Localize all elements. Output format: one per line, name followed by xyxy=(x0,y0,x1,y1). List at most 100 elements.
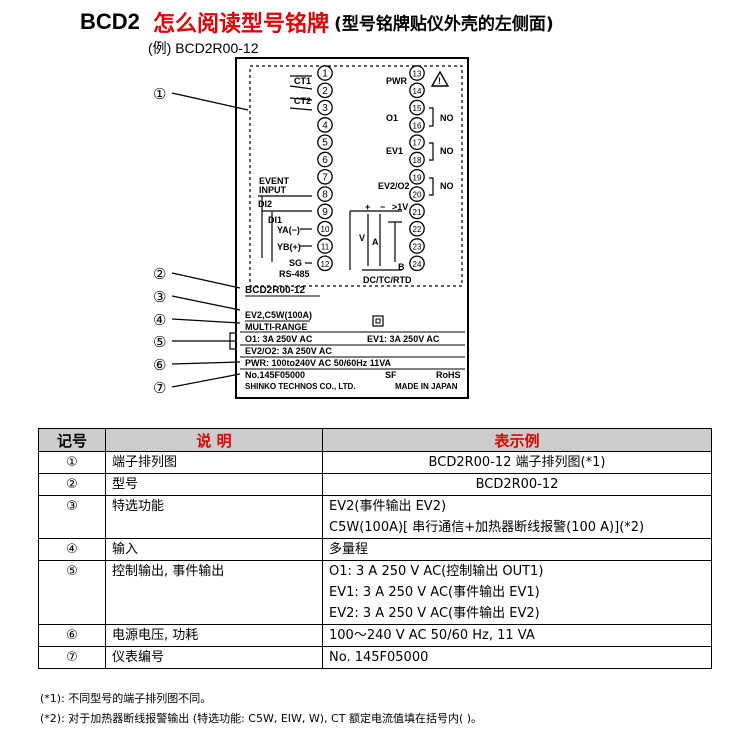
table-row: ① 端子排列图 BCD2R00-12 端子排列图(*1) xyxy=(38,451,712,474)
terminal-number: 6 xyxy=(322,155,328,166)
terminal-8: 8 xyxy=(317,186,333,202)
label-o1: O1 xyxy=(386,113,398,123)
label-pwr: PWR xyxy=(386,76,407,86)
table-row: ② 型号 BCD2R00-12 xyxy=(38,473,712,496)
table-row: ⑥ 电源电压, 功耗 100～240 V AC 50/60 Hz, 11 VA xyxy=(38,624,712,647)
terminal-number: 2 xyxy=(322,86,328,97)
example-label: (例) BCD2R00-12 xyxy=(148,40,259,56)
terminal-number: 22 xyxy=(413,225,422,234)
terminal-19: 19 xyxy=(409,168,425,185)
terminal-13: 13 xyxy=(409,65,425,81)
terminal-16: 16 xyxy=(409,117,425,133)
callout-5: ⑤ xyxy=(153,334,166,351)
terminal-number: 14 xyxy=(413,87,422,96)
plate-model: BCD2R00-12 xyxy=(245,285,305,296)
row-mark: ⑤ xyxy=(38,560,106,625)
label-ct1: CT1 xyxy=(294,76,311,86)
callout-group: ① ② ③ ④ ⑤ ⑥ ⑦ xyxy=(153,86,249,397)
row-example: O1: 3 A 250 V AC(控制输出 OUT1) EV1: 3 A 250… xyxy=(322,560,712,625)
row-mark: ④ xyxy=(38,538,106,561)
plate-options: EV2,C5W(100A) xyxy=(245,310,312,320)
terminal-number: 24 xyxy=(413,260,422,269)
warning-icon xyxy=(430,70,450,87)
terminal-number: 23 xyxy=(413,243,422,252)
label-ev1: EV1 xyxy=(386,146,403,156)
terminal-number: 20 xyxy=(413,191,422,200)
terminal-2: 2 xyxy=(317,82,333,99)
row-desc: 控制输出, 事件输出 xyxy=(105,560,323,625)
terminal-1: 1 xyxy=(317,65,333,81)
row-example: BCD2R00-12 xyxy=(322,473,712,496)
terminal-number: 11 xyxy=(321,243,330,252)
terminal-17: 17 xyxy=(409,134,425,151)
plate-maker: SHINKO TECHNOS CO., LTD. xyxy=(245,382,356,391)
col-mark: 记号 xyxy=(38,428,106,452)
row-desc: 电源电压, 功耗 xyxy=(105,624,323,647)
row-example: No. 145F05000 xyxy=(322,646,712,669)
label-ev2o2: EV2/O2 xyxy=(378,181,410,191)
row-example-line: EV2(事件输出 EV2) xyxy=(329,499,447,514)
title-sub: (型号铭牌贴仪外壳的左侧面) xyxy=(334,14,554,35)
terminal-21: 21 xyxy=(409,203,425,220)
label-no-3: NO xyxy=(440,181,454,191)
terminal-number: 9 xyxy=(322,207,328,218)
terminal-number: 3 xyxy=(322,103,328,114)
row-desc: 端子排列图 xyxy=(105,451,323,474)
terminal-18: 18 xyxy=(409,151,425,168)
terminal-3: 3 xyxy=(317,99,333,116)
title-main: 怎么阅读型号铭牌 xyxy=(153,12,330,37)
terminal-24: 24 xyxy=(409,255,425,272)
terminal-7: 7 xyxy=(317,168,333,185)
row-example-line: C5W(100A)[ 串行通信+加热器断线报警(100 A)](*2) xyxy=(329,520,645,535)
terminal-22: 22 xyxy=(409,220,425,237)
model-code: BCD2 xyxy=(80,9,140,34)
terminal-6: 6 xyxy=(317,151,333,168)
row-mark: ⑦ xyxy=(38,646,106,669)
label-1v: >1V xyxy=(392,202,408,212)
terminal-number: 17 xyxy=(413,139,422,148)
row-example: EV2(事件输出 EV2) C5W(100A)[ 串行通信+加热器断线报警(10… xyxy=(322,495,712,539)
label-yb: YB(+) xyxy=(277,242,301,252)
plate-ev1: EV1: 3A 250V AC xyxy=(367,334,440,344)
plate-serial: No.145F05000 xyxy=(245,370,305,380)
terminal-number: 4 xyxy=(322,120,328,131)
row-example-line: EV2: 3 A 250 V AC(事件输出 EV2) xyxy=(329,606,540,621)
label-no-1: NO xyxy=(440,113,454,123)
row-desc: 仪表编号 xyxy=(105,646,323,669)
col-example: 表示例 xyxy=(322,428,712,452)
table-row: ⑤ 控制输出, 事件输出 O1: 3 A 250 V AC(控制输出 OUT1)… xyxy=(38,560,712,625)
row-desc: 输入 xyxy=(105,538,323,561)
terminal-number: 7 xyxy=(322,172,328,183)
label-minus: − xyxy=(380,202,385,212)
label-b: B xyxy=(398,262,405,272)
table-row: ③ 特选功能 EV2(事件输出 EV2) C5W(100A)[ 串行通信+加热器… xyxy=(38,495,712,539)
row-example-line: O1: 3 A 250 V AC(控制输出 OUT1) xyxy=(329,564,544,579)
terminal-number: 12 xyxy=(321,260,330,269)
plate-power: PWR: 100to240V AC 50/60Hz 11VA xyxy=(245,358,392,368)
row-mark: ③ xyxy=(38,495,106,539)
callout-7: ⑦ xyxy=(153,380,166,397)
footnote-1: (*1): 不同型号的端子排列图不同。 xyxy=(40,692,212,705)
label-plus: + xyxy=(365,202,370,212)
terminal-11: 11 xyxy=(317,238,333,254)
row-example: 100～240 V AC 50/60 Hz, 11 VA xyxy=(322,624,712,647)
terminal-number: 18 xyxy=(413,156,422,165)
row-desc: 型号 xyxy=(105,473,323,496)
terminal-4: 4 xyxy=(317,117,333,133)
label-ya: YA(−) xyxy=(277,225,300,235)
plate-origin: MADE IN JAPAN xyxy=(395,382,458,391)
label-v: V xyxy=(359,233,365,243)
plate-rohs: RoHS xyxy=(436,370,461,380)
row-mark: ① xyxy=(38,451,106,474)
callout-1: ① xyxy=(153,86,166,103)
plate-sf: SF xyxy=(385,370,397,380)
label-di1: DI1 xyxy=(268,215,282,225)
table-row: ⑦ 仪表编号 No. 145F05000 xyxy=(38,646,712,669)
nameplate-diagram: ① ② ③ ④ ⑤ ⑥ ⑦ CT1 CT2 EVENT INPUT DI2 DI… xyxy=(153,57,469,399)
plate-out1: O1: 3A 250V AC xyxy=(245,334,313,344)
terminal-12: 12 xyxy=(317,255,333,272)
label-event: EVENT xyxy=(259,176,290,186)
footnote-2: (*2): 对于加热器断线报警输出 (特选功能: C5W, EIW, W), C… xyxy=(40,712,483,725)
plate-ev2: EV2/O2: 3A 250V AC xyxy=(245,346,332,356)
